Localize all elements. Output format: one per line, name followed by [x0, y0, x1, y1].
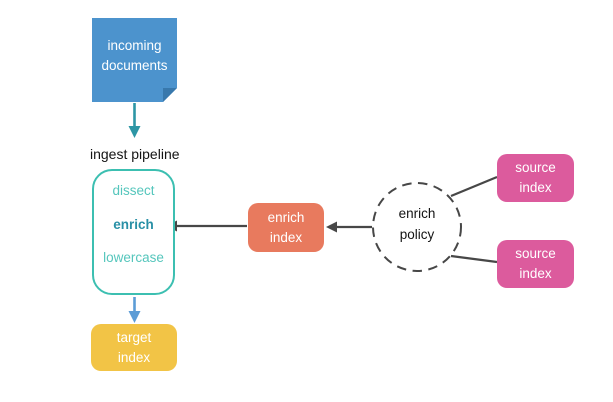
source-index-top-node: source index: [497, 154, 574, 202]
incoming-documents-node: incoming documents: [92, 18, 177, 102]
source-index-top-label: source index: [515, 160, 556, 195]
source-index-bottom-label: source index: [515, 246, 556, 281]
processor-lowercase: lowercase: [103, 250, 164, 265]
processor-enrich: enrich: [113, 217, 154, 232]
ingest-pipeline-title: ingest pipeline: [90, 146, 180, 162]
arrow-documents-to-pipeline-head: [128, 126, 141, 138]
line-sourcetop-to-policy: [450, 175, 498, 198]
arrow-policy-to-enrichindex-head: [326, 221, 337, 233]
enrich-index-node: enrich index: [248, 203, 324, 252]
enrich-index-label: enrich index: [267, 209, 305, 245]
arrow-pipeline-to-target-head: [128, 311, 141, 323]
enrich-policy-circle: [372, 182, 462, 272]
enrich-policy-label: enrich policy: [398, 206, 436, 242]
line-sourcebottom-to-policy: [450, 254, 498, 264]
ingest-pipeline-box: dissect enrich lowercase: [92, 169, 175, 295]
target-index-node: target index: [91, 324, 177, 371]
target-index-label: target index: [116, 329, 152, 365]
processor-dissect: dissect: [112, 183, 155, 198]
source-index-bottom-node: source index: [497, 240, 574, 288]
incoming-documents-label: incoming documents: [101, 38, 168, 73]
